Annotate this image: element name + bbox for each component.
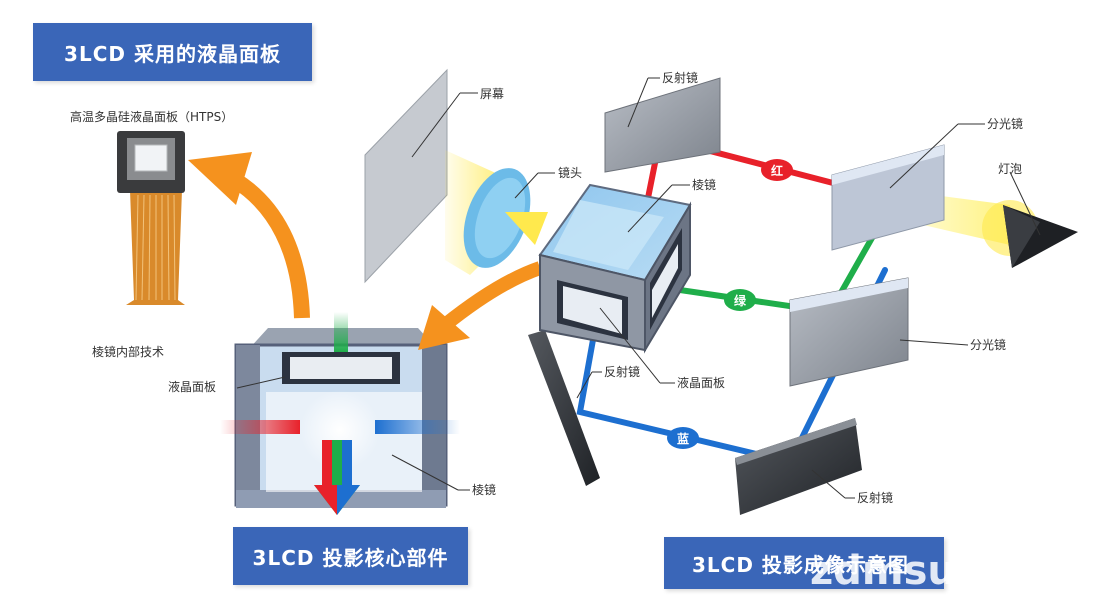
dichroic-mid-label: 分光镜 (970, 338, 1007, 352)
dichroic-mirror-mid (789, 277, 909, 387)
blue-beam-label: 蓝 (677, 432, 690, 446)
mirror-left (528, 330, 600, 486)
main-lcd-panel-label: 液晶面板 (677, 376, 726, 390)
core-lcd-panel-label: 液晶面板 (168, 380, 217, 394)
mirror-top (604, 77, 721, 173)
leader-lines (236, 77, 1041, 499)
green-beam-label: 绿 (734, 294, 747, 308)
lcd-panel-title: 3LCD 采用的液晶面板 (33, 23, 312, 81)
lamp-label: 灯泡 (998, 162, 1023, 176)
prism-inner-tech-label: 棱镜内部技术 (92, 345, 165, 359)
mirror-bottom-label: 反射镜 (857, 491, 894, 505)
core-green-beam-top (334, 312, 348, 352)
htps-lcd-chip (117, 131, 185, 305)
blue-label-oval (667, 427, 699, 449)
htps-label: 高温多晶硅液晶面板（HTPS） (70, 110, 234, 124)
green-label-oval (724, 289, 756, 311)
core-red-beam (220, 420, 300, 434)
lens-label: 镜头 (558, 166, 583, 180)
main-prism-cube (538, 183, 692, 354)
mirror-bottom (735, 418, 862, 515)
red-label-oval (761, 159, 793, 181)
core-prism-label: 棱镜 (472, 483, 497, 497)
orange-arrow-up (188, 152, 310, 319)
red-beam-label: 红 (771, 164, 784, 178)
orange-arrow-left (418, 261, 543, 350)
mirror-left-label: 反射镜 (604, 365, 641, 379)
lamp-bulb (982, 200, 1078, 268)
core-components-title: 3LCD 投影核心部件 (233, 527, 468, 585)
core-blue-beam (375, 420, 460, 434)
core-output-arrow (314, 440, 360, 515)
watermark-text: zdmsu (810, 548, 956, 594)
main-prism-label: 棱镜 (692, 178, 717, 192)
dichroic-mirror-top (831, 144, 945, 251)
projection-screen (364, 68, 448, 284)
dichroic-top-label: 分光镜 (987, 117, 1024, 131)
imaging-principle-title: 3LCD 投影成像示意图 (664, 537, 944, 589)
screen-label: 屏幕 (480, 87, 505, 101)
projection-lens (463, 168, 548, 268)
mirror-top-label: 反射镜 (662, 71, 699, 85)
